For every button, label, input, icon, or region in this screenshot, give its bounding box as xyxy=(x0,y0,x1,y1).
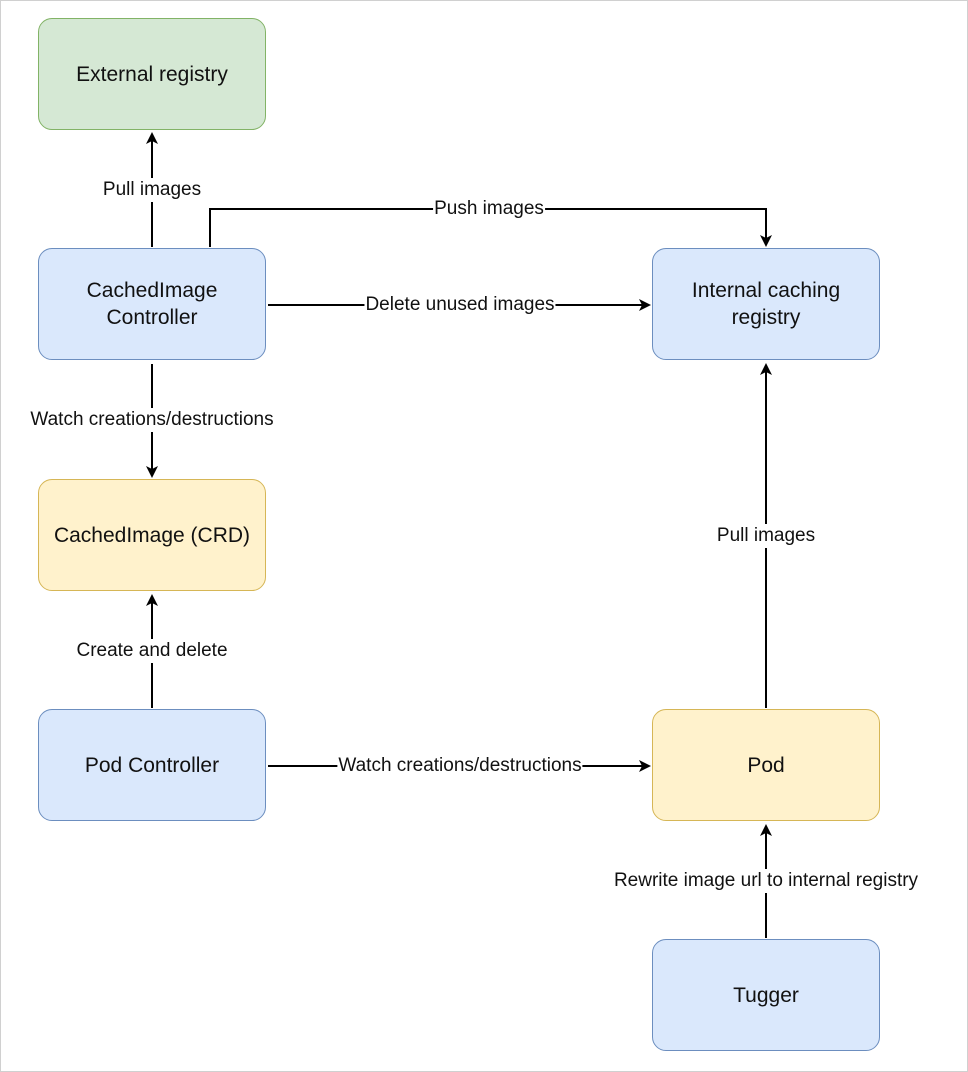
edge-label-watch-pod: Watch creations/destructions xyxy=(337,754,583,778)
edge-label-pull-images-external: Pull images xyxy=(101,178,203,202)
tugger-node: Tugger xyxy=(652,939,880,1051)
edge-label-watch-crd: Watch creations/destructions xyxy=(29,408,275,432)
edge-label-push-images: Push images xyxy=(433,197,545,221)
cachedimage-crd-node: CachedImage (CRD) xyxy=(38,479,266,591)
internal-caching-registry-node: Internal caching registry xyxy=(652,248,880,360)
pod-node: Pod xyxy=(652,709,880,821)
edge-label-delete-unused-images: Delete unused images xyxy=(364,293,556,317)
edge-label-create-and-delete: Create and delete xyxy=(75,639,229,663)
edge-label-rewrite-image-url: Rewrite image url to internal registry xyxy=(612,869,920,893)
cachedimage-controller-node: CachedImage Controller xyxy=(38,248,266,360)
edge-label-pull-images-internal: Pull images xyxy=(715,524,817,548)
pod-controller-node: Pod Controller xyxy=(38,709,266,821)
external-registry-node: External registry xyxy=(38,18,266,130)
